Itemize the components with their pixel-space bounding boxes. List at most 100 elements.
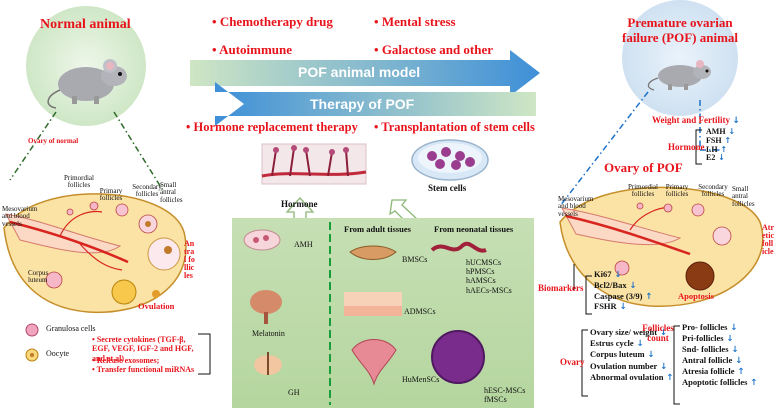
follicle-count-item-name: Antral follicle bbox=[682, 355, 733, 366]
follicle-count-item-name: Snd- follicles bbox=[682, 344, 729, 355]
biomarker-item-name: FSHR bbox=[594, 301, 617, 312]
follicle-count-item: Snd- follicles ↓ bbox=[682, 344, 758, 355]
biomarkers-label: Biomarkers bbox=[538, 283, 584, 293]
hormone-item-name: LH bbox=[706, 144, 718, 154]
arrow-up-icon: ↑ bbox=[642, 291, 653, 302]
adipose-image bbox=[344, 292, 402, 316]
mouse-icon bbox=[47, 59, 127, 109]
mechanism-cytokines: • Secrete cytokines (TGF-β, EGF, VEGF, I… bbox=[92, 335, 194, 363]
melatonin-label: Melatonin bbox=[252, 329, 285, 338]
biomarker-item: FSHR ↓ bbox=[594, 301, 653, 313]
antral-follicles-label: Antral follicles bbox=[184, 239, 195, 280]
arrow-down-icon: ↓ bbox=[633, 339, 644, 350]
bone-image bbox=[349, 245, 397, 260]
arrow-down-icon: ↓ bbox=[657, 328, 668, 338]
pof-secondary-label: Secondary follicles bbox=[698, 183, 728, 199]
pof-animal-circle bbox=[622, 0, 738, 116]
ovary-metric-item-name: Abnormal ovulation bbox=[590, 371, 664, 382]
arrow-down-icon: ↓ bbox=[732, 356, 743, 367]
pof-animal-title: Premature ovarian failure (POF) animal bbox=[621, 15, 739, 45]
admscs-label: ADMSCs bbox=[404, 307, 436, 316]
biomarker-item: Caspase (3/9) ↑ bbox=[594, 290, 653, 303]
follicle-count-item: Pri-follicles ↓ bbox=[682, 333, 758, 344]
ovary-pof-label: Ovary of POF bbox=[604, 160, 683, 175]
arrow-down-icon: ↓ bbox=[727, 323, 738, 333]
primordial-label: Primordial follicles bbox=[64, 174, 94, 190]
arrow-up-icon: ↑ bbox=[734, 367, 745, 378]
ovary-metric-item-name: Ovary size/ weight bbox=[590, 327, 658, 337]
stem-cells-dish-image bbox=[411, 139, 489, 181]
arrow-down-icon: ↓ bbox=[657, 361, 668, 372]
follicle-count-item-name: Pro- follicles bbox=[682, 322, 728, 332]
primary-label: Primary follicles bbox=[99, 187, 123, 203]
mesovarium-label: Mesovarium and blood vessels bbox=[2, 205, 38, 228]
small-antral-label: Small antral follicles bbox=[160, 181, 183, 204]
ovary-metric-item: Ovulation number ↓ bbox=[590, 361, 674, 372]
arrow-up-icon: ↑ bbox=[663, 372, 674, 383]
arrow-down-icon: ↓ bbox=[732, 116, 740, 126]
ovary-metric-item: Estrus cycle ↓ bbox=[590, 338, 674, 349]
therapy-arrow-label: Therapy of POF bbox=[310, 96, 415, 112]
cause-autoimmune: • Autoimmune bbox=[212, 42, 293, 57]
arrow-down-icon: ↓ bbox=[728, 345, 739, 356]
therapy-stem-cells: • Transplantation of stem cells bbox=[374, 120, 535, 134]
granulosa-cell-icon bbox=[25, 323, 39, 337]
neonatal-cells-list: hUCMSCs hPMSCs hAMSCs hAECs-MSCs bbox=[466, 258, 512, 295]
therapy-hormone: • Hormone replacement therapy bbox=[186, 120, 358, 134]
weight-fertility-label: Weight and Fertility ↓ bbox=[652, 115, 740, 126]
atretic-follicle-label: Atretic follicle bbox=[762, 223, 774, 256]
neonatal-tissues-header: From neonatal tissues bbox=[434, 224, 514, 234]
follicle-count-item-name: Apoptotic follicles bbox=[682, 377, 748, 388]
apoptosis-label: Apoptosis bbox=[678, 291, 714, 301]
biomarkers-list: Ki67 ↓Bcl2/Bax ↓Caspase (3/9) ↑FSHR ↓ bbox=[594, 269, 653, 313]
pof-primordial-label: Primordial follicles bbox=[628, 183, 658, 199]
arrow-down-icon: ↓ bbox=[644, 350, 655, 361]
arrow-up-icon: ↑ bbox=[721, 135, 732, 145]
cause-mental-stress: • Mental stress bbox=[374, 14, 456, 29]
hormone-panel-list: AMH ↓FSH ↑LH ↑E2 ↓ bbox=[706, 127, 735, 163]
pof-mesovarium-label: Mesovarium and blood vessels bbox=[558, 195, 594, 218]
pof-model-arrow-label: POF animal model bbox=[298, 64, 421, 80]
follicle-count-item-name: Atresia follicle bbox=[682, 366, 735, 377]
amh-label: AMH bbox=[294, 240, 313, 249]
hormone-item: AMH ↓ bbox=[706, 127, 735, 137]
mouse-icon bbox=[647, 60, 711, 91]
uterus-image bbox=[351, 339, 397, 386]
gh-label: GH bbox=[288, 388, 300, 397]
ovary-metric-item-name: Ovulation number bbox=[590, 360, 658, 371]
esc-cells-list: hESC-MSCs fMSCs bbox=[484, 386, 526, 405]
pof-ovary bbox=[559, 186, 764, 307]
follicles-count-list: Pro- follicles ↓Pri-follicles ↓Snd- foll… bbox=[682, 322, 758, 388]
arrow-down-icon: ↓ bbox=[723, 334, 734, 345]
stem-cells-label: Stem cells bbox=[428, 183, 467, 193]
follicle-count-item: Pro- follicles ↓ bbox=[682, 322, 758, 333]
arrow-down-icon: ↓ bbox=[616, 302, 627, 313]
hormone-item: E2 ↓ bbox=[706, 153, 735, 163]
ovulation-label: Ovulation bbox=[138, 301, 175, 311]
arrow-down-icon: ↓ bbox=[715, 153, 725, 163]
normal-ovary bbox=[3, 193, 187, 314]
follicle-count-item: Apoptotic follicles ↑ bbox=[682, 377, 758, 388]
hormone-item-name: E2 bbox=[706, 153, 716, 163]
ovary-metric-item: Corpus luteum ↓ bbox=[590, 349, 674, 360]
pof-small-antral-label: Small antral follicles bbox=[732, 185, 755, 208]
therapy-arrow bbox=[215, 82, 536, 126]
cause-chemotherapy: • Chemotherapy drug bbox=[212, 14, 333, 29]
arrow-down-icon: ↓ bbox=[611, 270, 622, 280]
hormone-item: FSH ↑ bbox=[706, 135, 735, 146]
brain-image bbox=[250, 290, 282, 324]
ovary-cells-image bbox=[243, 229, 281, 251]
hormone-item-name: AMH bbox=[706, 127, 726, 136]
pituitary-image bbox=[254, 352, 282, 375]
biomarker-item-name: Caspase (3/9) bbox=[594, 290, 643, 301]
arrow-down-icon: ↓ bbox=[626, 280, 637, 291]
follicle-count-item-name: Pri-follicles bbox=[682, 333, 724, 344]
pof-model-arrow bbox=[190, 50, 540, 96]
mechanism-mirnas: • Transfer functional miRNAs bbox=[92, 365, 195, 374]
biomarker-item: Ki67 ↓ bbox=[594, 269, 653, 281]
biomarker-item-name: Bcl2/Bax bbox=[594, 279, 627, 290]
ovary-metric-item-name: Estrus cycle bbox=[590, 338, 634, 349]
ovary-normal-label: Ovary of normal bbox=[28, 137, 79, 145]
